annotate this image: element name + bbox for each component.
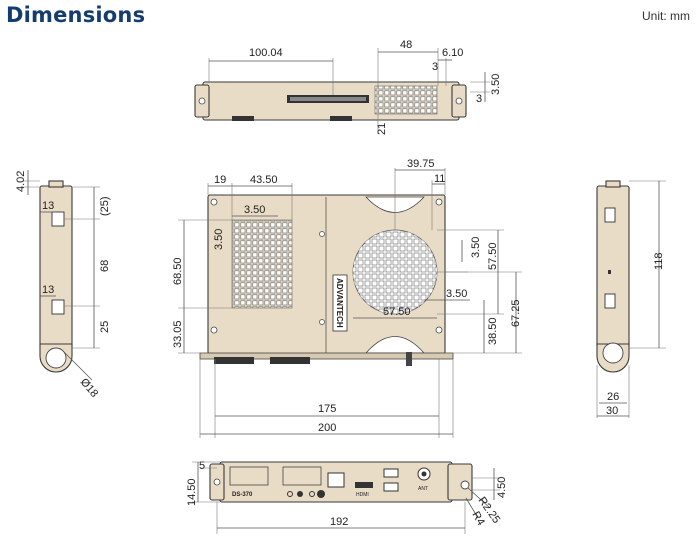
dim-38-50: 38.50 — [487, 317, 499, 345]
dim-118: 118 — [653, 252, 665, 270]
dim-68: 68 — [99, 260, 111, 272]
io-view: DS-370 HDMI ANT 5 14.50 4.50 R2.25 — [186, 460, 508, 534]
dim-67-25: 67.25 — [510, 299, 522, 327]
dim-3-b: 3 — [476, 93, 482, 105]
dim-11: 11 — [434, 173, 445, 185]
dim-39-75: 39.75 — [407, 158, 435, 170]
dim-5: 5 — [199, 460, 205, 472]
dim-175: 175 — [318, 403, 336, 415]
dim-4-50: 4.50 — [496, 477, 508, 498]
ant-label: ANT — [418, 486, 428, 492]
dim-3-50-left: 3.50 — [213, 229, 225, 250]
unit-label: Unit: mm — [642, 9, 690, 23]
dim-3-50-right-2: 3.50 — [446, 288, 467, 300]
dim-43-50: 43.50 — [250, 174, 278, 186]
left-view: 4.02 13 (25) 68 13 25 Ø18 — [15, 170, 111, 400]
dim-21: 21 — [376, 123, 388, 135]
dim-33-05: 33.05 — [172, 320, 184, 348]
dim-57-50-v: 57.50 — [487, 242, 499, 270]
right-view: 118 26 30 — [596, 180, 666, 418]
dim-6-10: 6.10 — [442, 47, 463, 59]
dim-68-50: 68.50 — [172, 257, 184, 285]
dim-diameter-18: Ø18 — [78, 376, 101, 400]
dim-30: 30 — [606, 405, 618, 417]
dim-3-50-right-1: 3.50 — [470, 237, 482, 258]
advantech-logo: ADVANTECH — [335, 278, 344, 328]
model-label: DS-370 — [232, 492, 253, 498]
dim-3-50: 3.50 — [490, 74, 502, 95]
dim-57-50-h: 57.50 — [383, 306, 411, 318]
page-title: Dimensions — [6, 3, 146, 27]
top-view: 100.04 48 6.10 3 3.50 3 21 — [194, 39, 502, 135]
dim-13-a: 13 — [42, 200, 54, 212]
hdmi-label: HDMI — [356, 492, 369, 498]
dim-13-b: 13 — [42, 284, 54, 296]
dim-3-50-top: 3.50 — [244, 204, 265, 216]
dim-200: 200 — [318, 422, 336, 434]
dim-100-04: 100.04 — [249, 47, 283, 59]
dim-25-paren: (25) — [99, 196, 111, 216]
dim-25: 25 — [99, 321, 111, 333]
dim-26: 26 — [607, 391, 619, 403]
dim-3-a: 3 — [432, 61, 438, 73]
dim-4-02: 4.02 — [15, 171, 27, 192]
dim-48: 48 — [400, 39, 412, 51]
dim-14-50: 14.50 — [186, 478, 198, 506]
front-view: ADVANTECH 19 43.50 39.75 11 — [172, 158, 522, 438]
dim-19: 19 — [214, 174, 226, 186]
dim-192: 192 — [330, 516, 348, 528]
